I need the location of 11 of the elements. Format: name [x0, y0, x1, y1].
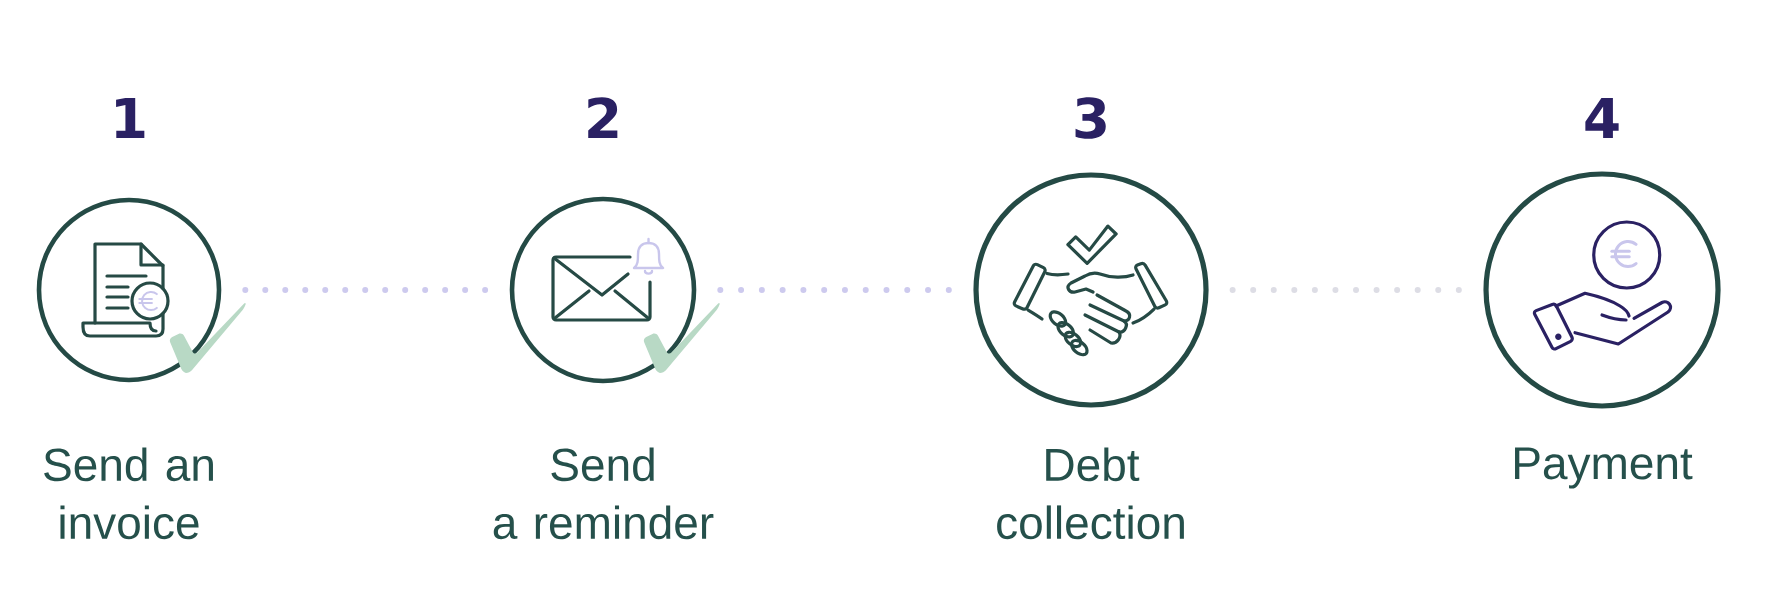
step-label: Debt collection [997, 447, 1184, 540]
step-number: 3 [1075, 97, 1106, 139]
step-number: 2 [588, 97, 618, 138]
step-number: 1 [116, 97, 145, 138]
step-label: Send a reminder [493, 447, 714, 540]
step-label: Send an invoice [44, 447, 213, 540]
step-number: 4 [1585, 97, 1619, 138]
step-label: Payment [1515, 447, 1693, 489]
dotted-connector [1229, 287, 1463, 293]
dotted-connector [242, 287, 489, 293]
dotted-connector [717, 287, 953, 293]
